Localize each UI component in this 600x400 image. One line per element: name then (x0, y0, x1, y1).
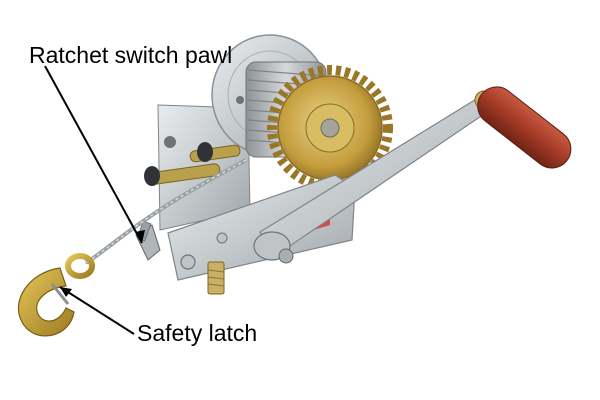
base-bolt (207, 261, 225, 295)
crank-handle-icon (477, 86, 572, 169)
hook-icon (17, 253, 95, 337)
leader-line-pawl (44, 65, 145, 244)
leader-line-latch (59, 286, 135, 335)
label-safety-latch: Safety latch (137, 320, 258, 346)
label-ratchet-switch-pawl: Ratchet switch pawl (29, 42, 233, 68)
tie-rods (144, 142, 241, 186)
gear-icon (267, 65, 393, 191)
